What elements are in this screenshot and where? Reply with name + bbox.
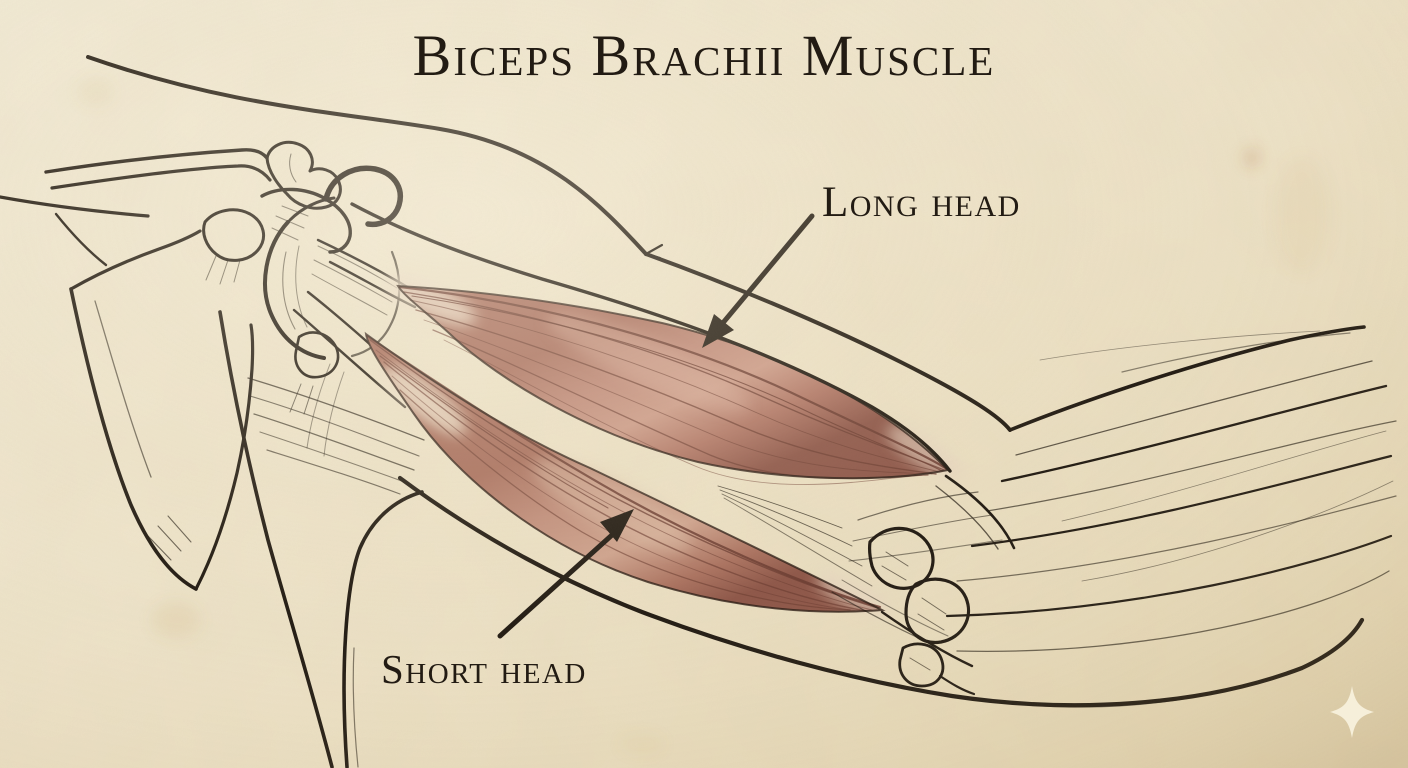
sparkle-icon: [1330, 686, 1374, 738]
